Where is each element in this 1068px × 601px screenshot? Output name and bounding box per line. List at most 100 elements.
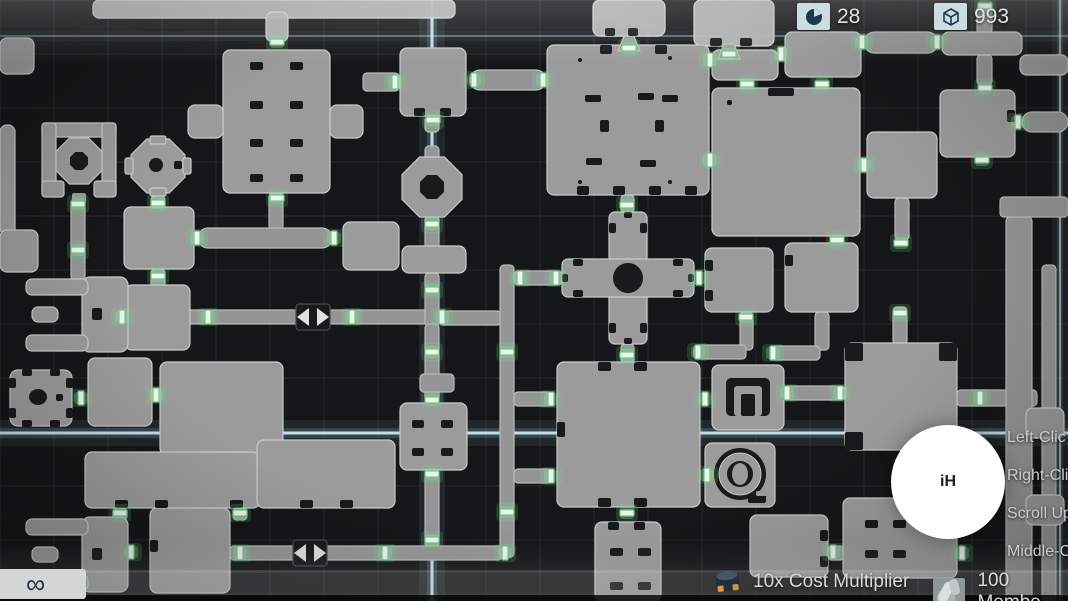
shrine-room[interactable]	[93, 180, 117, 198]
valve-unit[interactable]	[295, 303, 331, 331]
map-room[interactable]	[1025, 494, 1065, 526]
connector-node[interactable]	[424, 536, 440, 544]
connector-node[interactable]	[829, 236, 845, 244]
connector-node[interactable]	[738, 313, 754, 321]
connector-node[interactable]	[547, 391, 555, 407]
connector-node[interactable]	[424, 348, 440, 356]
connector-node[interactable]	[976, 390, 984, 406]
connector-node[interactable]	[127, 544, 135, 560]
connector-node[interactable]	[829, 544, 837, 560]
connector-node[interactable]	[933, 34, 941, 50]
connector-node[interactable]	[424, 286, 440, 294]
map-room[interactable]	[87, 357, 153, 427]
connector-node[interactable]	[783, 385, 791, 401]
connector-node[interactable]	[516, 270, 524, 286]
connector-node[interactable]	[893, 239, 909, 247]
connector-node[interactable]	[777, 46, 785, 62]
map-room[interactable]	[123, 206, 195, 270]
connector-node[interactable]	[958, 545, 966, 561]
map-room[interactable]	[939, 89, 1016, 158]
connector-node[interactable]	[974, 156, 990, 164]
connector-node[interactable]	[381, 545, 389, 561]
connector-node[interactable]	[892, 309, 908, 317]
connector-node[interactable]	[232, 509, 248, 517]
map-room[interactable]	[149, 507, 231, 594]
connector-node[interactable]	[70, 246, 86, 254]
map-room[interactable]	[594, 521, 662, 601]
map-room[interactable]	[342, 221, 400, 271]
map-room[interactable]	[256, 439, 396, 509]
connector-node[interactable]	[112, 509, 128, 517]
shrine-room[interactable]	[41, 180, 65, 198]
connector-node[interactable]	[204, 309, 212, 325]
connector-node[interactable]	[769, 345, 777, 361]
connector-node[interactable]	[619, 509, 635, 517]
connector-node[interactable]	[236, 545, 244, 561]
map-room[interactable]	[0, 229, 39, 273]
connector-node[interactable]	[150, 199, 166, 207]
map-room[interactable]	[401, 245, 467, 274]
connector-node[interactable]	[152, 387, 160, 403]
map-room[interactable]	[399, 47, 467, 117]
map-room[interactable]	[0, 124, 16, 236]
connector-node[interactable]	[193, 230, 201, 246]
map-room[interactable]	[749, 514, 829, 578]
valve-unit[interactable]	[292, 539, 328, 567]
connector-node[interactable]	[701, 391, 709, 407]
map-room[interactable]	[187, 104, 224, 139]
connector-node[interactable]	[721, 50, 737, 58]
connector-node[interactable]	[539, 72, 547, 88]
map-room[interactable]	[84, 451, 261, 509]
map-room[interactable]	[124, 284, 191, 351]
connector-node[interactable]	[706, 152, 714, 168]
map-room[interactable]	[556, 361, 701, 508]
claw-room[interactable]	[81, 276, 129, 353]
connector-node[interactable]	[150, 272, 166, 280]
connector-node[interactable]	[501, 545, 509, 561]
connector-node[interactable]	[424, 470, 440, 478]
connector-node[interactable]	[814, 80, 830, 88]
connector-node[interactable]	[977, 84, 993, 92]
connector-node[interactable]	[977, 2, 993, 10]
map-room[interactable]	[1025, 407, 1065, 439]
connector-node[interactable]	[269, 38, 285, 46]
connector-node[interactable]	[695, 270, 703, 286]
map-room[interactable]	[546, 44, 710, 196]
connector-node[interactable]	[391, 74, 399, 90]
connector-node[interactable]	[552, 270, 560, 286]
connector-node[interactable]	[438, 309, 446, 325]
connector-node[interactable]	[424, 220, 440, 228]
map-room[interactable]	[866, 131, 938, 199]
connector-node[interactable]	[348, 309, 356, 325]
connector-node[interactable]	[77, 390, 85, 406]
connector-node[interactable]	[621, 44, 637, 52]
connector-node[interactable]	[499, 348, 515, 356]
connector-node[interactable]	[330, 230, 338, 246]
connector-node[interactable]	[706, 52, 714, 68]
connector-node[interactable]	[547, 468, 555, 484]
map-room[interactable]	[941, 31, 1023, 56]
connector-node[interactable]	[118, 309, 126, 325]
map-room[interactable]	[0, 37, 35, 75]
connector-node[interactable]	[269, 194, 285, 202]
connector-node[interactable]	[424, 396, 440, 404]
map-room[interactable]	[1019, 54, 1068, 76]
connector-node[interactable]	[470, 72, 478, 88]
connector-node[interactable]	[694, 344, 702, 360]
connector-node[interactable]	[619, 201, 635, 209]
connector-node[interactable]	[425, 116, 441, 124]
connector-node[interactable]	[1014, 114, 1022, 130]
connector-node[interactable]	[858, 34, 866, 50]
map-room[interactable]	[784, 242, 859, 313]
map-room[interactable]	[222, 49, 331, 194]
connector-node[interactable]	[619, 351, 635, 359]
connector-node[interactable]	[703, 467, 711, 483]
connector-node[interactable]	[860, 157, 868, 173]
connector-node[interactable]	[70, 200, 86, 208]
map-room[interactable]	[704, 247, 774, 313]
map-room[interactable]	[399, 402, 468, 471]
connector-node[interactable]	[836, 385, 844, 401]
map-room[interactable]	[711, 87, 861, 237]
map-room[interactable]	[784, 31, 862, 78]
